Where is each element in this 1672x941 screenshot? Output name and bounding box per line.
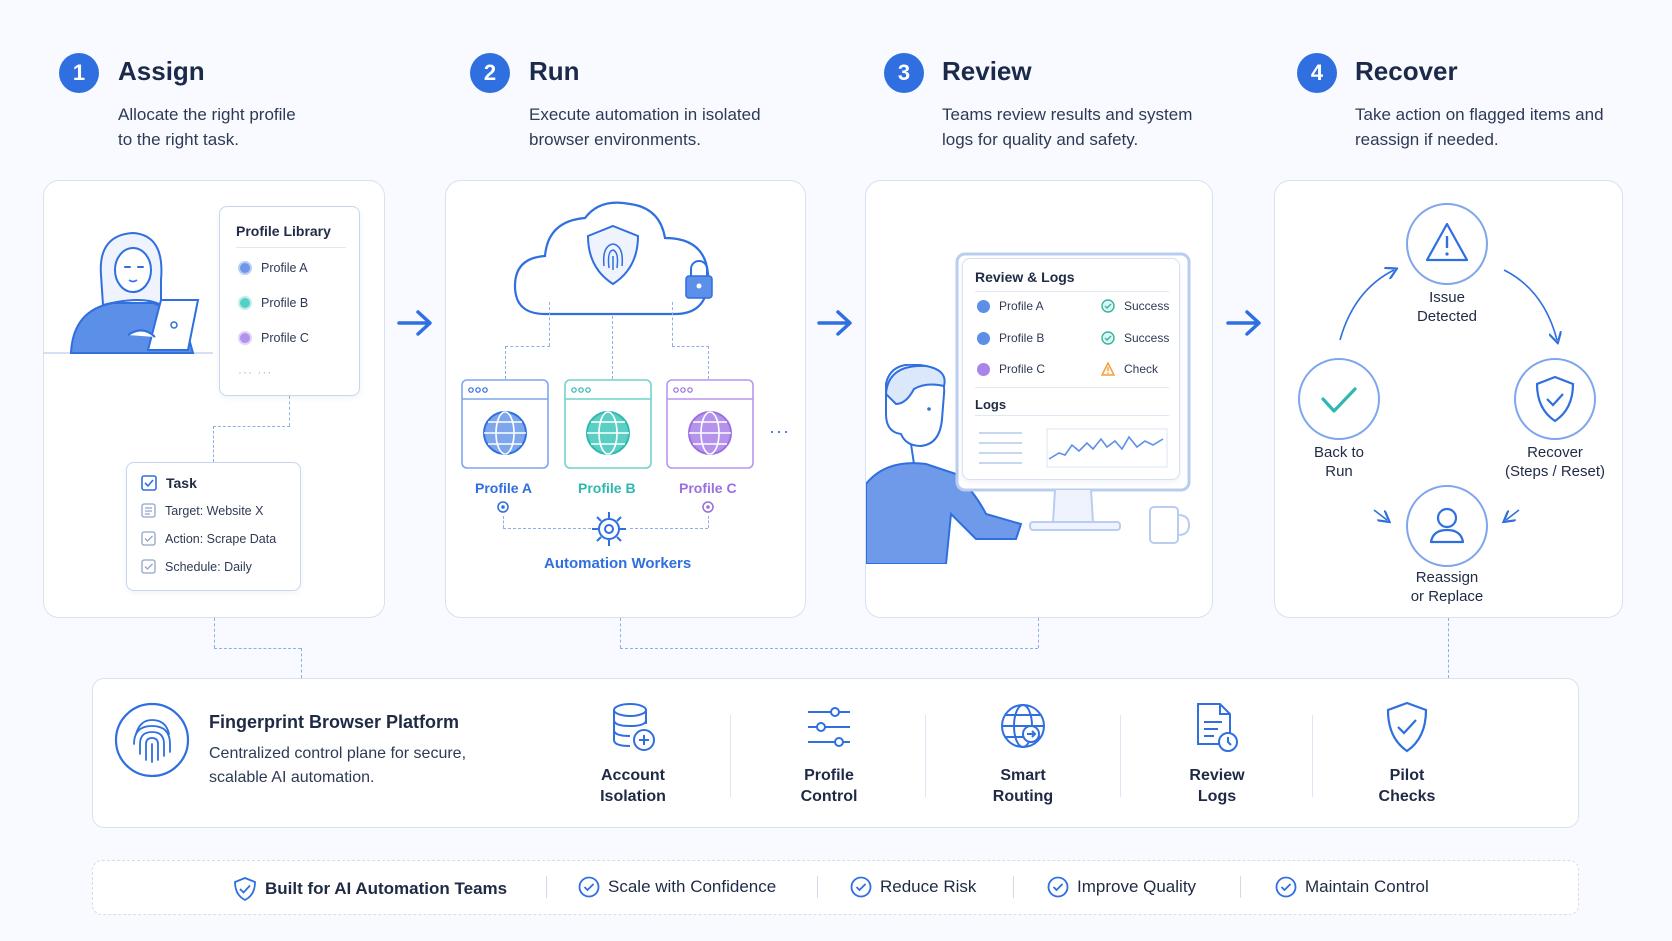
circle-check-icon [1047,876,1069,898]
more-browsers: ··· [769,421,790,441]
database-icon [613,703,655,751]
task-schedule-row: Schedule: Daily [141,559,252,574]
platform-desc: Centralized control plane for secure,sca… [209,745,467,786]
profile-library-title: Profile Library [236,223,331,239]
cloud-fingerprint-lock-icon [513,201,713,316]
library-profile-a[interactable]: Profile A [238,261,308,275]
platform-title: Fingerprint Browser Platform [209,712,460,732]
platform-bar [92,678,1579,828]
shield-check-icon [234,877,256,902]
success-check-icon [1101,299,1115,313]
circle-check-icon [850,876,872,898]
task-target-row: Target: Website X [141,503,263,518]
profile-check-icon [977,362,990,376]
profile-dot-icon [238,261,252,275]
shield-check-icon [1386,701,1428,753]
review-row-profile-b[interactable]: Profile B [977,331,1044,345]
fingerprint-icon [114,702,190,778]
review-row-profile-a[interactable]: Profile A [977,299,1044,313]
step-1-title: Assign [118,56,205,86]
review-status-c: Check [1101,362,1158,376]
document-clock-icon [1197,703,1238,752]
profile-dot-icon [238,331,252,345]
review-row-profile-c[interactable]: Profile C [977,362,1045,376]
review-logs-card: Review & Logs Profile A Success Profile … [962,258,1180,480]
profile-check-icon [977,331,990,345]
person-laptop-illustration [43,231,213,354]
step-1-number: 1 [59,53,99,93]
run-profile-b-label: Profile B [578,480,636,496]
logs-title: Logs [975,397,1007,412]
recover-shield-icon[interactable] [1513,357,1597,441]
sliders-icon [808,707,850,747]
gear-icon [702,501,714,513]
bottom-values-bar [92,860,1579,915]
scale-confidence-item: Scale with Confidence [578,876,776,898]
task-card: Task Target: Website X Action: Scrape Da… [126,462,301,591]
review-status-b: Success [1101,331,1169,345]
checkbox-icon [141,531,156,546]
review-logs-title: Review & Logs [975,269,1075,285]
task-checklist-icon [141,475,157,491]
library-more: ··· ··· [238,365,273,379]
library-profile-c[interactable]: Profile C [238,331,309,345]
task-action-row: Action: Scrape Data [141,531,276,546]
step-2-title: Run [529,56,580,86]
task-header: Task [141,475,197,491]
step-2-number: 2 [470,53,510,93]
profile-check-icon [977,299,990,313]
library-profile-b[interactable]: Profile B [238,296,308,310]
warning-icon [1101,362,1115,376]
improve-quality-item: Improve Quality [1047,876,1196,898]
globe-routing-icon [1001,704,1045,748]
profile-dot-icon [238,296,252,310]
automation-gear-icon [592,512,626,546]
recover-cycle-arrows [1339,180,1623,618]
recover-steps-label: Recover(Steps / Reset) [1504,444,1606,480]
step-4-title: Recover [1355,56,1458,86]
arrow-right-icon [1226,310,1261,336]
browser-window-profile-a[interactable] [461,379,549,469]
browser-window-profile-c[interactable] [666,379,754,469]
circle-check-icon [1275,876,1297,898]
circle-check-icon [578,876,600,898]
reassign-user-icon[interactable] [1405,484,1489,568]
success-check-icon [1101,331,1115,345]
run-profile-a-label: Profile A [475,480,533,496]
person-at-desk-illustration [866,364,1023,564]
step-3-number: 3 [884,53,924,93]
reduce-risk-item: Reduce Risk [850,876,976,898]
issue-warning-icon [1406,203,1488,285]
gear-icon [497,501,509,513]
back-to-run-check-icon[interactable] [1297,357,1381,441]
arrow-right-icon [397,310,432,336]
arrow-right-icon [817,310,852,336]
run-profile-c-label: Profile C [679,480,737,496]
browser-window-profile-b[interactable] [564,379,652,469]
automation-workers-label: Automation Workers [544,555,692,572]
list-icon [141,503,156,518]
step-4-number: 4 [1297,53,1337,93]
maintain-control-item: Maintain Control [1275,876,1429,898]
built-for-teams-item: Built for AI Automation Teams [233,876,507,902]
checkbox-icon [141,559,156,574]
profile-library-card: Profile Library Profile A Profile B Prof… [219,206,360,396]
mug-icon [1149,506,1191,544]
logs-sparkline [979,428,1168,468]
review-status-a: Success [1101,299,1169,313]
step-3-title: Review [942,56,1032,86]
